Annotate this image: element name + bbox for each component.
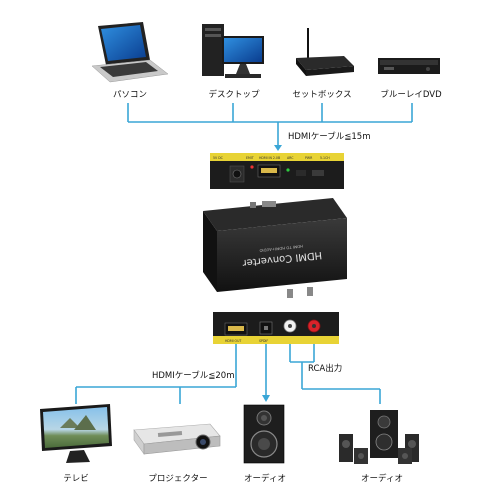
input-panel-labels: 5V DC EMIT HDMI IN 2.0B ARC PWR 5.1CH	[213, 156, 330, 160]
projector-icon	[133, 423, 221, 455]
bluray-player-icon	[378, 58, 440, 74]
set-top-box-icon	[296, 28, 354, 76]
output-panel-labels: HDMI OUT SPDIF	[225, 339, 268, 343]
tv-icon	[40, 404, 112, 463]
input-arrow-icon	[274, 145, 282, 151]
panel-label-spdif: SPDIF	[259, 339, 268, 343]
output-label-audio1: オーディオ	[244, 474, 286, 484]
converter-subtitle: HDMI TO HDMI+AUDIO	[259, 244, 303, 254]
source-label-bluray: ブルーレイDVD	[380, 90, 442, 100]
panel-label-hdmi-in: HDMI IN 2.0B	[259, 156, 280, 160]
panel-label-hdmi-out: HDMI OUT	[225, 339, 241, 343]
input-bus-lines	[127, 103, 413, 146]
converter-input-panel	[210, 153, 344, 189]
output-label-tv: テレビ	[63, 474, 89, 484]
panel-label-pwr: PWR	[305, 156, 313, 160]
output-lines	[75, 344, 381, 404]
panel-label-51ch: 5.1CH	[320, 156, 330, 160]
desktop-icon	[202, 24, 264, 78]
source-label-settop: セットボックス	[292, 90, 352, 100]
speaker-icon	[243, 404, 285, 464]
panel-label-emit: EMIT	[246, 156, 254, 160]
home-theater-icon	[339, 410, 419, 464]
output-cable-label: HDMIケーブル≦20m	[152, 371, 235, 381]
input-cable-label: HDMIケーブル≦15m	[288, 132, 371, 142]
source-label-desktop: デスクトップ	[208, 90, 260, 100]
converter-output-panel	[213, 312, 339, 344]
laptop-icon	[91, 22, 169, 83]
panel-label-arc: ARC	[287, 156, 294, 160]
audio1-arrow-icon	[262, 395, 270, 402]
output-label-audio2: オーディオ	[361, 474, 403, 484]
rca-output-label: RCA出力	[308, 364, 343, 374]
source-label-pc: パソコン	[112, 90, 148, 100]
output-label-projector: プロジェクター	[148, 474, 208, 484]
converter-box	[203, 198, 347, 298]
panel-label-5v: 5V DC	[213, 156, 224, 160]
